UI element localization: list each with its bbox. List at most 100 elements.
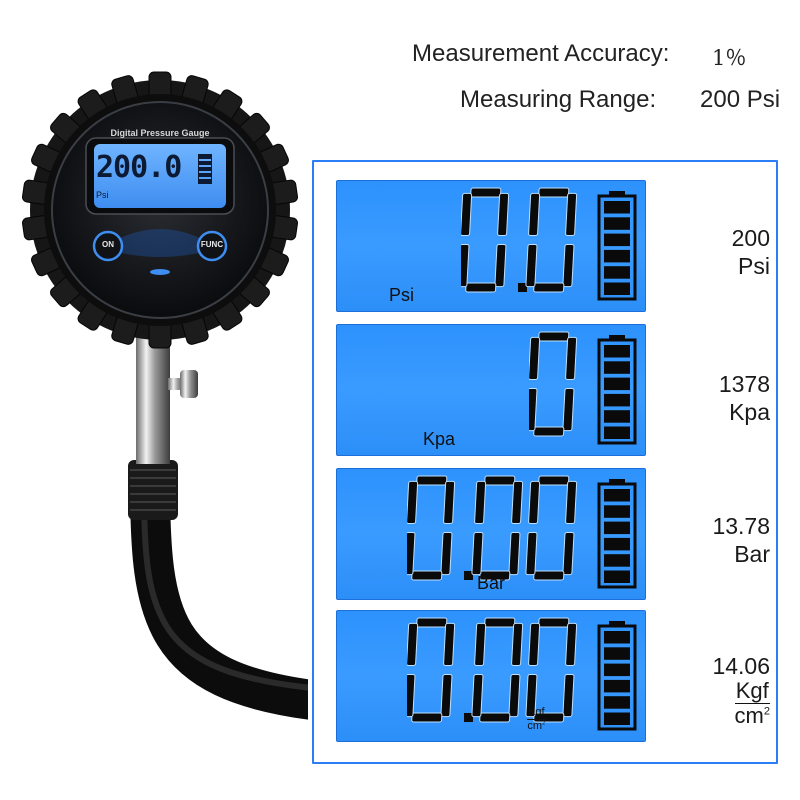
range-value: 200 Psi: [700, 86, 781, 113]
battery-case: [597, 338, 637, 445]
digit-segment: [484, 617, 516, 628]
digit-segment: [470, 187, 502, 198]
digit-segment: [528, 622, 541, 666]
lcd-digit: [525, 187, 578, 293]
battery-bar: [604, 537, 630, 551]
lcd-unit-label: Bar: [477, 573, 506, 593]
lcd-digit: [461, 187, 510, 293]
digit-segment: [471, 532, 484, 576]
digit-segment: [528, 480, 541, 524]
battery-tip: [609, 335, 625, 340]
max-value-unit: Kgf cm2: [700, 680, 770, 730]
digit-segment: [508, 532, 521, 576]
battery-tip: [609, 479, 625, 484]
digit-segment: [511, 622, 524, 666]
lcd-digit: [407, 475, 456, 581]
lcd-digit: [525, 475, 578, 581]
digit-segment: [565, 336, 578, 380]
digit-segment: [440, 532, 453, 576]
digit-segment: [474, 622, 487, 666]
battery-icon: [597, 621, 637, 731]
range-label: Measuring Range:: [460, 86, 657, 113]
digit-segment: [562, 532, 575, 576]
digit-segment: [474, 480, 487, 524]
digit-segment: [497, 192, 510, 236]
digit-segment: [443, 480, 456, 524]
digit-segment: [533, 570, 565, 581]
max-value-kgf: 14.06 Kgf cm2: [700, 652, 770, 730]
lcd-panel-kgf: Kgf cm2: [336, 610, 646, 742]
max-value-unit: Bar: [734, 541, 770, 567]
digit-segment: [508, 674, 521, 718]
max-value-number: 14.06: [712, 653, 770, 679]
digit-segment: [562, 244, 575, 288]
max-value-bar: 13.78 Bar: [700, 512, 770, 568]
lcd-panel-bar: Bar: [336, 468, 646, 600]
digit-segment: [533, 426, 565, 437]
digit-segment: [525, 532, 538, 576]
digit-segment: [562, 674, 575, 718]
lcd-unit-label: Kgf cm2: [527, 707, 546, 732]
digit-segment: [538, 475, 570, 486]
digit-segment: [407, 622, 419, 666]
digit-segment: [494, 244, 507, 288]
battery-bar: [604, 712, 630, 725]
lcd-digit: [525, 617, 578, 723]
battery-bar: [604, 426, 630, 439]
lcd-digit: [407, 617, 456, 723]
unit-numerator: Kgf: [734, 678, 770, 704]
battery-bar: [604, 663, 630, 677]
lcd-reading: [461, 187, 578, 293]
battery-bar: [604, 249, 630, 263]
digit-segment: [465, 282, 497, 293]
digit-segment: [529, 388, 538, 432]
digit-segment: [511, 480, 524, 524]
battery-bar: [604, 217, 630, 230]
digit-segment: [538, 331, 570, 342]
unit-denominator: cm: [734, 703, 764, 728]
digit-segment: [411, 570, 443, 581]
battery-bar: [604, 647, 630, 660]
digit-segment: [533, 282, 565, 293]
digit-segment: [407, 532, 416, 576]
accuracy-label: Measurement Accuracy:: [412, 40, 670, 67]
battery-bar: [604, 554, 630, 567]
digit-segment: [479, 570, 511, 581]
digit-segment: [416, 475, 448, 486]
battery-icon: [597, 191, 637, 301]
digit-segment: [565, 622, 578, 666]
digit-segment: [484, 475, 516, 486]
accuracy-value: 1％: [712, 46, 747, 70]
digit-segment: [440, 674, 453, 718]
digit-segment: [443, 622, 456, 666]
battery-bar: [604, 505, 630, 518]
decimal-point: [464, 571, 473, 580]
gauge-battery-icon: [198, 154, 212, 184]
battery-bar: [604, 631, 630, 644]
battery-bar: [604, 410, 630, 423]
unit-exponent: 2: [763, 705, 770, 718]
on-button[interactable]: ON: [102, 240, 114, 249]
battery-tip: [609, 621, 625, 626]
battery-bar: [604, 521, 630, 535]
battery-icon: [597, 335, 637, 445]
battery-bar: [604, 570, 630, 583]
battery-case: [597, 482, 637, 589]
digit-segment: [538, 617, 570, 628]
battery-tip: [609, 191, 625, 196]
digit-segment: [411, 712, 443, 723]
func-button[interactable]: FUNC: [200, 240, 224, 249]
battery-bar: [604, 282, 630, 295]
digit-segment: [525, 244, 538, 288]
lcd-digit: [471, 475, 524, 581]
battery-bar: [604, 361, 630, 374]
digit-segment: [529, 336, 541, 380]
lcd-reading: [529, 331, 578, 437]
decimal-point: [518, 283, 527, 292]
digit-segment: [565, 480, 578, 524]
lcd-digit: [471, 617, 524, 723]
battery-bar: [604, 696, 630, 709]
pressure-gauge-illustration: [21, 71, 308, 720]
max-value-number: 13.78: [712, 513, 770, 539]
digit-segment: [538, 187, 570, 198]
